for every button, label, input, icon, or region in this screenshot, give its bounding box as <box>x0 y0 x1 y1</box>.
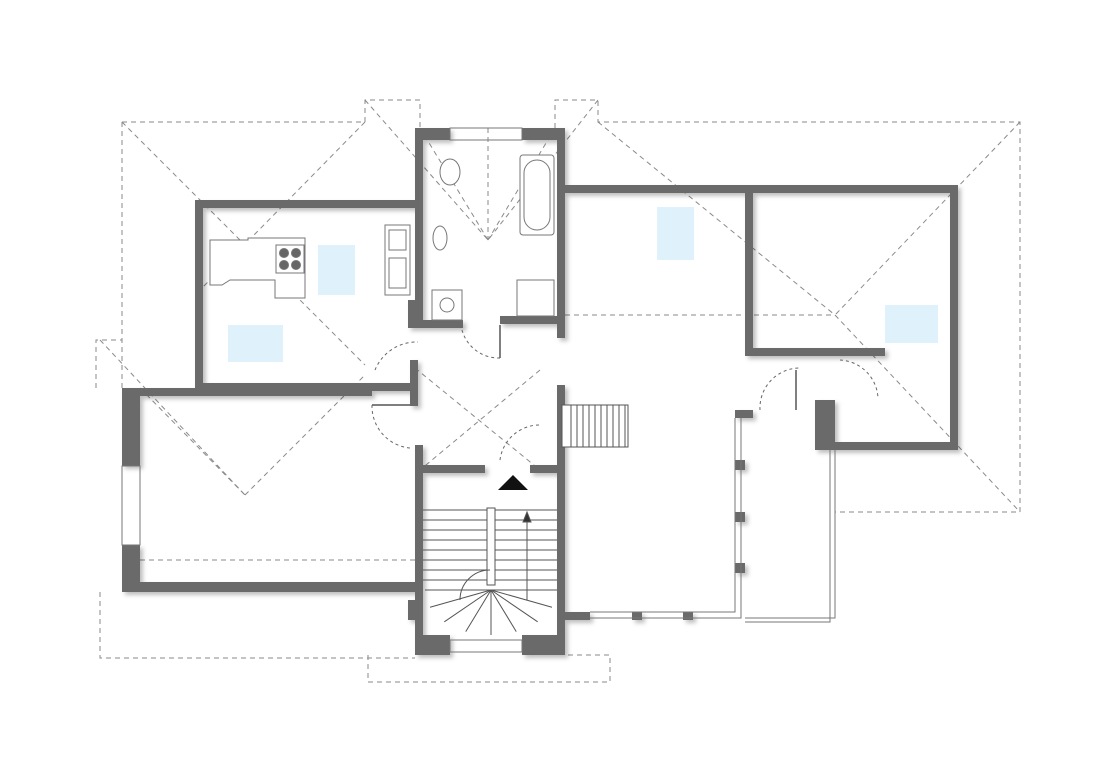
walls <box>122 128 958 655</box>
windows <box>121 127 836 653</box>
skylight-dining <box>228 325 283 362</box>
glazing-front <box>590 418 736 613</box>
stair-step <box>490 589 538 623</box>
stairs-upper <box>561 404 629 448</box>
window-bathroom <box>449 127 523 141</box>
stair-step <box>444 589 492 623</box>
fixtures <box>209 154 555 321</box>
skylights <box>228 207 938 362</box>
stair-step <box>490 589 517 632</box>
window-living-left <box>121 465 141 546</box>
stair-step <box>465 589 492 632</box>
skylight-living <box>657 207 694 260</box>
skylight-kitchen <box>318 245 355 295</box>
roof-outline <box>95 99 1021 683</box>
stairs-main <box>423 507 557 635</box>
toilet <box>439 158 461 186</box>
stair-step <box>490 589 553 608</box>
shower <box>516 279 555 317</box>
north-arrow-icon <box>498 475 528 490</box>
window-stair <box>449 639 523 653</box>
glazing-conservatory <box>745 450 836 619</box>
doors <box>371 329 879 461</box>
washbasin <box>432 225 448 251</box>
skylight-bedroom <box>885 305 938 343</box>
door-leaves <box>372 325 797 410</box>
stove <box>275 244 305 274</box>
